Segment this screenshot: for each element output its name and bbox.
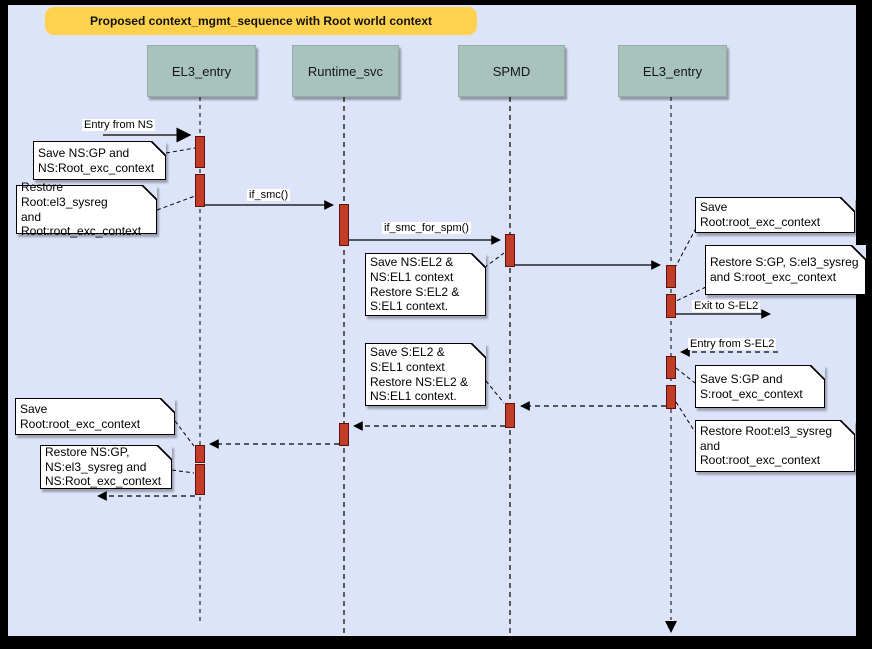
note-fold-icon: [151, 141, 166, 156]
note-connector-restore-s-gp: [675, 286, 707, 302]
note-save-root-right[interactable]: Save Root:root_exc_context: [695, 197, 855, 233]
lifeline-head-el3-entry-2[interactable]: EL3_entry: [618, 45, 727, 97]
note-fold-icon: [840, 197, 855, 212]
note-fold-icon: [840, 420, 855, 435]
note-restore-root-el3-left[interactable]: Restore Root:el3_sysreg and Root:root_ex…: [16, 180, 157, 238]
activation-bar-runtime-a[interactable]: [339, 204, 349, 246]
note-connector-save-root-right: [675, 227, 697, 267]
activation-bar-runtime-b[interactable]: [339, 423, 349, 446]
note-text: Restore Root:el3_sysreg and Root:root_ex…: [700, 424, 833, 468]
lifeline-head-runtime-svc[interactable]: Runtime_svc: [292, 45, 399, 97]
activation-bar-el3-2-d[interactable]: [666, 385, 676, 409]
note-save-ns-gp[interactable]: Save NS:GP and NS:Root_exc_context: [33, 141, 166, 180]
note-text: Save S:GP and S:root_exc_context: [700, 371, 803, 401]
message-label-entry-from-ns: Entry from NS: [82, 119, 156, 131]
note-text: Save Root:root_exc_context: [700, 200, 821, 229]
note-connector-restore-root-left: [156, 195, 196, 211]
note-connector-restore-ns-gp: [171, 469, 195, 474]
note-text: Save NS:EL2 & NS:EL1 context Restore S:E…: [370, 255, 460, 314]
note-text: Restore NS:GP, NS:el3_sysreg and NS:Root…: [45, 445, 162, 489]
activation-bar-el3-2-c[interactable]: [666, 356, 676, 379]
lifeline-label: SPMD: [492, 63, 531, 79]
note-restore-s-gp[interactable]: Restore S:GP, S:el3_sysreg and S:root_ex…: [705, 245, 866, 295]
activation-bar-el3-1-a[interactable]: [195, 136, 205, 168]
message-label-if-smc: if_smc(): [247, 189, 291, 201]
lifeline-head-el3-entry-1[interactable]: EL3_entry: [147, 45, 256, 97]
message-label-if-smc-for-spm: if_smc_for_spm(): [382, 222, 471, 234]
note-fold-icon: [471, 343, 486, 358]
message-label-exit-to-sel2: Exit to S-EL2: [692, 300, 761, 312]
activation-bar-el3-1-c[interactable]: [195, 445, 205, 463]
lifeline-end-arrow-icon: [665, 621, 677, 633]
note-fold-icon: [142, 185, 157, 200]
message-label-entry-from-sel2: Entry from S-EL2: [688, 338, 777, 350]
lifeline-head-spmd[interactable]: SPMD: [458, 45, 565, 97]
lifeline-label: Runtime_svc: [307, 63, 384, 79]
activation-bar-el3-1-d[interactable]: [195, 464, 205, 495]
note-fold-icon: [157, 445, 172, 460]
note-save-s-gp[interactable]: Save S:GP and S:root_exc_context: [695, 365, 825, 408]
note-text: Restore S:GP, S:el3_sysreg and S:root_ex…: [710, 255, 859, 284]
note-fold-icon: [160, 398, 175, 413]
note-restore-ns-gp[interactable]: Restore NS:GP, NS:el3_sysreg and NS:Root…: [40, 445, 172, 489]
note-text: Save Root:root_exc_context: [20, 401, 141, 431]
diagram-canvas: Proposed context_mgmt_sequence with Root…: [8, 5, 866, 636]
note-fold-icon: [810, 365, 825, 380]
note-save-root-left[interactable]: Save Root:root_exc_context: [15, 398, 175, 435]
activation-bar-el3-2-a[interactable]: [666, 265, 676, 288]
lifeline-label: EL3_entry: [171, 63, 232, 79]
note-save-ns-el2[interactable]: Save NS:EL2 & NS:EL1 context Restore S:E…: [365, 253, 486, 316]
note-text: Save S:EL2 & S:EL1 context Restore NS:EL…: [370, 345, 469, 404]
note-save-s-el2[interactable]: Save S:EL2 & S:EL1 context Restore NS:EL…: [365, 343, 486, 406]
diagram-title[interactable]: Proposed context_mgmt_sequence with Root…: [45, 7, 477, 35]
note-text: Restore Root:el3_sysreg and Root:root_ex…: [21, 180, 142, 239]
note-restore-root-el3-right[interactable]: Restore Root:el3_sysreg and Root:root_ex…: [695, 420, 855, 472]
note-text: Save NS:GP and NS:Root_exc_context: [38, 145, 155, 175]
note-connector-save-s-gp: [675, 367, 696, 384]
note-fold-icon: [851, 245, 866, 260]
activation-bar-spmd-b[interactable]: [505, 403, 515, 428]
note-fold-icon: [471, 253, 486, 268]
note-connector-restore-root-right: [675, 401, 696, 433]
lifeline-label: EL3_entry: [642, 63, 703, 79]
activation-bar-el3-2-b[interactable]: [666, 294, 676, 318]
activation-bar-el3-1-b[interactable]: [195, 174, 205, 207]
activation-bar-spmd-a[interactable]: [505, 234, 515, 267]
note-connector-save-root-left: [174, 420, 195, 447]
note-connector-save-ns-gp: [165, 147, 196, 154]
